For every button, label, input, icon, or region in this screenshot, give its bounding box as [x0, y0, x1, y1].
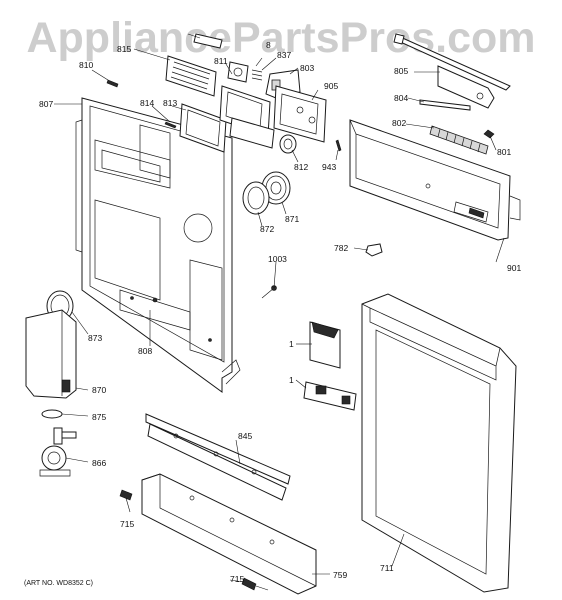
label-804: 804 — [394, 93, 408, 103]
label-837: 837 — [277, 50, 291, 60]
clip-875 — [41, 409, 63, 419]
bracket-845 — [145, 413, 291, 501]
top-rail — [393, 33, 511, 91]
screw-810 — [106, 79, 119, 88]
dispenser-870 — [25, 309, 77, 399]
screw-814 — [164, 121, 177, 129]
vent-gasket-813 — [179, 103, 227, 153]
rating-label — [303, 381, 357, 411]
label-866: 866 — [92, 458, 106, 468]
watermark-text: AppliancePartsPros.com — [26, 14, 536, 62]
valve-866 — [39, 427, 77, 477]
control-console-901 — [349, 119, 521, 241]
label-810: 810 — [79, 60, 93, 70]
label-711: 711 — [380, 563, 394, 573]
label-1-bottom: 1 — [289, 375, 294, 385]
knob-812 — [279, 134, 297, 154]
label-905: 905 — [324, 81, 338, 91]
screw-943 — [335, 139, 342, 152]
label-901: 901 — [507, 263, 521, 273]
toe-kick-759 — [141, 473, 317, 595]
control-board-905 — [273, 85, 327, 143]
label-845: 845 — [238, 431, 252, 441]
label-872: 872 — [260, 224, 274, 234]
label-943: 943 — [322, 162, 336, 172]
art-number: (ART NO. WD8352 C) — [24, 580, 93, 587]
instruction-card — [309, 321, 341, 369]
label-815: 815 — [117, 44, 131, 54]
label-814: 814 — [140, 98, 154, 108]
label-807: 807 — [39, 99, 53, 109]
label-873: 873 — [88, 333, 102, 343]
screw-801 — [483, 129, 495, 139]
label-871: 871 — [285, 214, 299, 224]
part-labels: 815 8 810 811 837 803 805 807 814 813 90… — [39, 40, 521, 584]
label-801: 801 — [497, 147, 511, 157]
label-870: 870 — [92, 385, 106, 395]
label-759: 759 — [333, 570, 347, 580]
rod-804 — [419, 99, 471, 111]
label-8: 8 — [266, 40, 271, 50]
outer-door-panel-711 — [361, 293, 517, 593]
bracket-805 — [437, 65, 495, 109]
label-812: 812 — [294, 162, 308, 172]
leader-lines — [54, 33, 505, 583]
label-805: 805 — [394, 66, 408, 76]
label-715-bottom: 715 — [230, 574, 244, 584]
label-813: 813 — [163, 98, 177, 108]
label-715-left: 715 — [120, 519, 134, 529]
label-808: 808 — [138, 346, 152, 356]
screw-715-left — [119, 489, 133, 513]
label-811: 811 — [214, 56, 228, 66]
label-875: 875 — [92, 412, 106, 422]
label-802: 802 — [392, 118, 406, 128]
vent-grille-815 — [165, 55, 217, 97]
label-1003: 1003 — [268, 254, 287, 264]
inner-door-panel — [75, 97, 241, 393]
label-1-top: 1 — [289, 339, 294, 349]
label-803: 803 — [300, 63, 314, 73]
screw-715-bottom — [241, 577, 269, 591]
clip-782 — [365, 243, 383, 257]
ring-872 — [242, 181, 270, 215]
vent-housing-811 — [219, 85, 275, 149]
label-782: 782 — [334, 243, 348, 253]
vent-actuator-assembly — [193, 33, 263, 83]
heater-802 — [429, 125, 489, 155]
